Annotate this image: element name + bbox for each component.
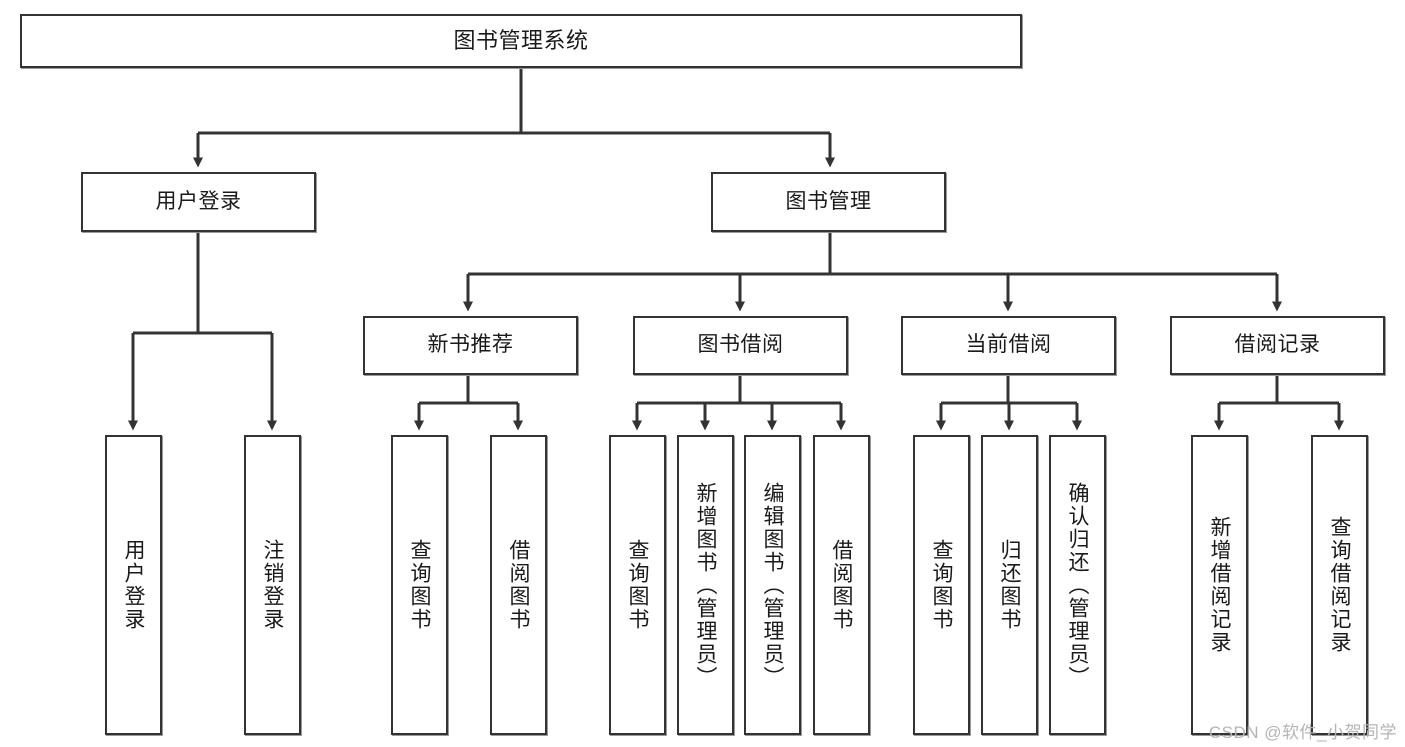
node-label: 用户登录 — [122, 539, 145, 631]
node-label: 编辑图书（管理员） — [761, 481, 784, 689]
node-label: 借阅记录 — [1234, 333, 1321, 357]
node-label: 借阅图书 — [830, 539, 853, 631]
node-label: 图书借阅 — [697, 333, 784, 357]
node-label: 查询图书 — [930, 539, 953, 631]
leaf-borrow-record-query-record[interactable]: 查询借阅记录 — [1311, 435, 1368, 735]
connector-userlogin-to-leaves — [128, 232, 277, 431]
leaf-book-borrow-query-books[interactable]: 查询图书 — [609, 435, 666, 735]
node-new-book-recommend[interactable]: 新书推荐 — [363, 316, 578, 375]
node-label: 当前借阅 — [965, 333, 1052, 357]
watermark-csdn: CSDN @软件_小贺同学 — [1208, 723, 1397, 742]
leaf-book-borrow-add-book-admin[interactable]: 新增图书（管理员） — [677, 435, 734, 735]
node-root-book-management-system[interactable]: 图书管理系统 — [20, 14, 1022, 68]
leaf-new-book-borrow-books[interactable]: 借阅图书 — [490, 435, 547, 735]
node-label: 新书推荐 — [427, 333, 514, 357]
node-label: 新增图书（管理员） — [694, 481, 717, 689]
leaf-current-borrow-return-books[interactable]: 归还图书 — [981, 435, 1038, 735]
connector-root-to-level1 — [193, 68, 835, 168]
node-label: 归还图书 — [998, 539, 1021, 631]
node-book-management[interactable]: 图书管理 — [711, 172, 946, 232]
leaf-user-login-login[interactable]: 用户登录 — [105, 435, 162, 735]
connector-bookmgmt-to-level2 — [463, 232, 1282, 312]
node-label: 查询借阅记录 — [1328, 516, 1351, 654]
connector-newbook-to-leaves — [414, 375, 523, 431]
connector-borrowrecord-to-leaves — [1214, 375, 1344, 431]
node-label: 新增借阅记录 — [1208, 516, 1231, 654]
connector-bookborrow-to-leaves — [632, 375, 846, 431]
leaf-borrow-record-add-record[interactable]: 新增借阅记录 — [1191, 435, 1248, 735]
connector-currentborrow-to-leaves — [936, 375, 1082, 431]
leaf-user-login-logout[interactable]: 注销登录 — [244, 435, 301, 735]
leaf-book-borrow-borrow-books[interactable]: 借阅图书 — [813, 435, 870, 735]
node-label: 用户登录 — [155, 189, 242, 213]
leaf-current-borrow-confirm-return-admin[interactable]: 确认归还（管理员） — [1049, 435, 1106, 735]
node-label: 确认归还（管理员） — [1066, 481, 1089, 689]
node-label: 图书管理 — [785, 189, 872, 213]
node-label: 查询图书 — [408, 539, 431, 631]
node-label: 注销登录 — [261, 539, 284, 631]
node-label: 查询图书 — [626, 539, 649, 631]
node-borrow-record[interactable]: 借阅记录 — [1170, 316, 1385, 375]
node-book-borrow[interactable]: 图书借阅 — [633, 316, 848, 375]
node-label: 图书管理系统 — [453, 28, 589, 54]
leaf-book-borrow-edit-book-admin[interactable]: 编辑图书（管理员） — [744, 435, 801, 735]
leaf-current-borrow-query-books[interactable]: 查询图书 — [913, 435, 970, 735]
node-label: 借阅图书 — [507, 539, 530, 631]
leaf-new-book-query-books[interactable]: 查询图书 — [391, 435, 448, 735]
node-current-borrow[interactable]: 当前借阅 — [901, 316, 1116, 375]
node-user-login[interactable]: 用户登录 — [81, 172, 316, 232]
